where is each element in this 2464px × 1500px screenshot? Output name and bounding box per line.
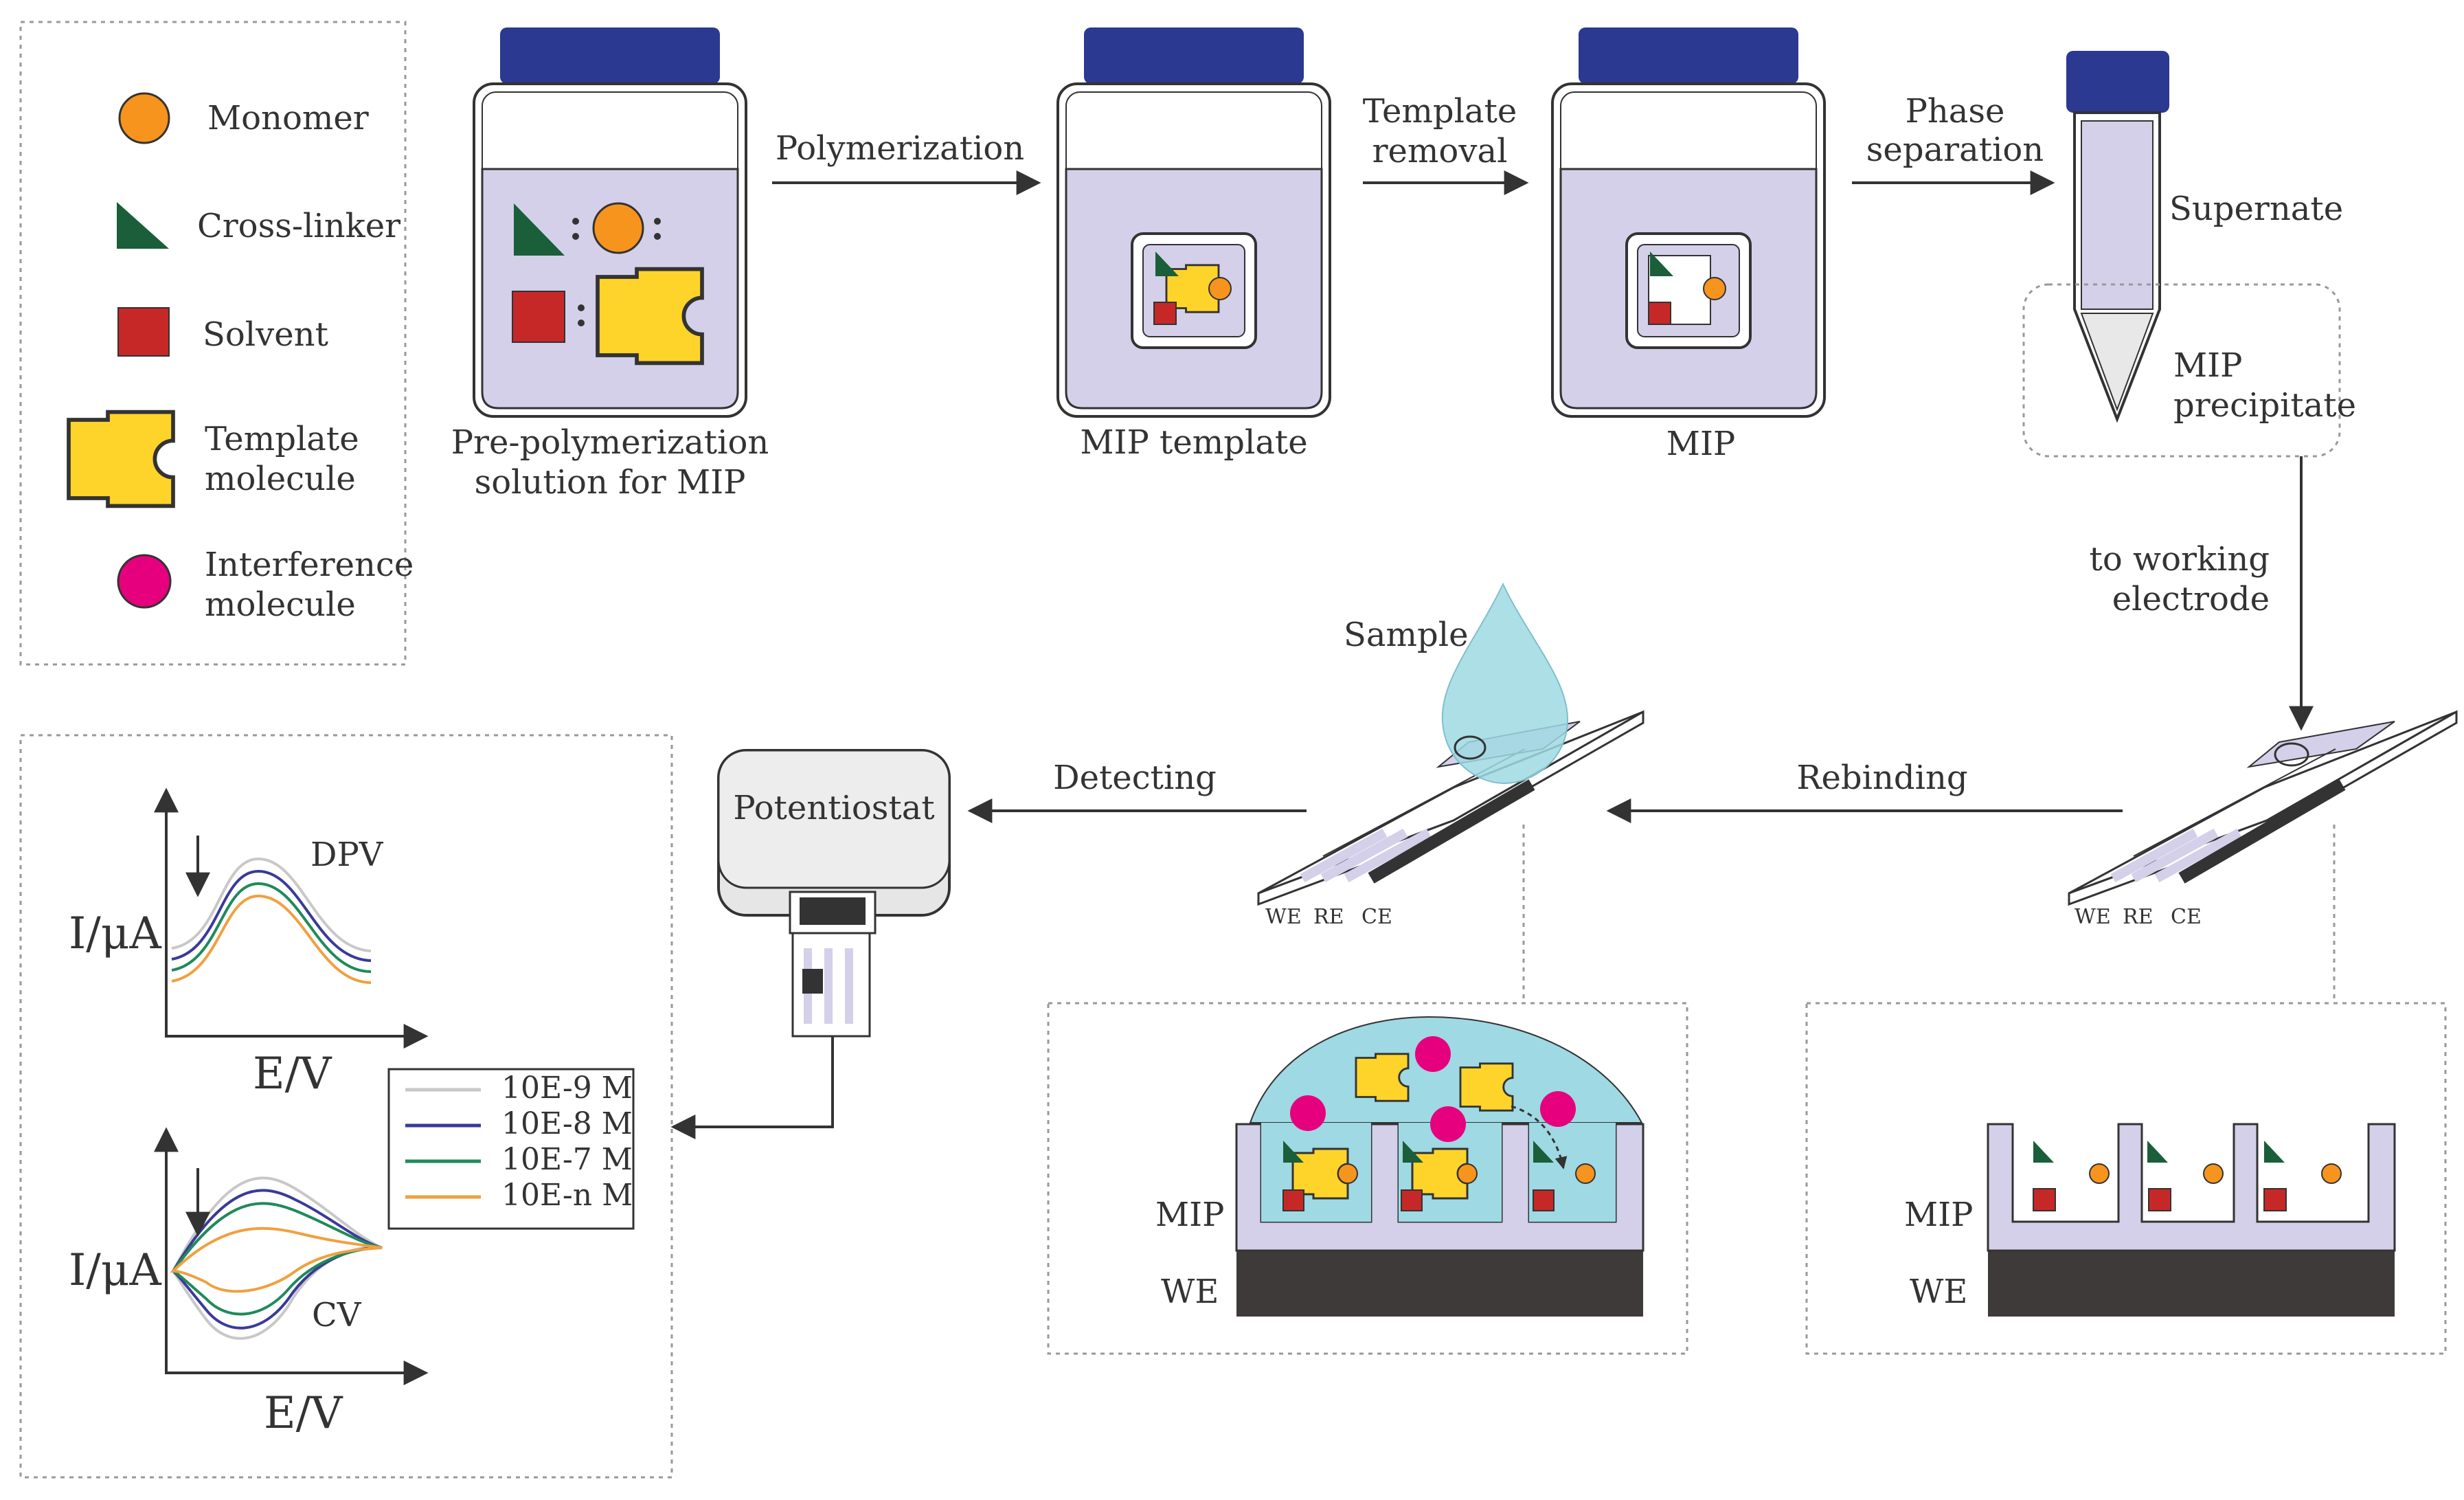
phase-separation-label: Phase (1906, 92, 2005, 131)
legend-solvent-label: Solvent (203, 315, 328, 354)
zoom-middle-we-label: WE (1161, 1273, 1219, 1311)
crosslinker-icon (117, 202, 169, 249)
cv-xlabel: E/V (264, 1388, 343, 1439)
prepolymerization-label-2: solution for MIP (475, 463, 746, 502)
detecting-label: Detecting (1053, 759, 1217, 797)
electrode-middle-we: WE (1265, 905, 1302, 929)
zoom-rebinding-sample-box (1047, 1002, 1688, 1355)
phase-separation-label-2: separation (1866, 131, 2044, 169)
cv-plot (154, 1127, 429, 1385)
sample-drop-icon (1441, 582, 1569, 785)
mip-precipitate-label-2: precipitate (2173, 386, 2356, 425)
cv-label: CV (312, 1296, 362, 1334)
dpv-plot (154, 787, 429, 1049)
to-working-electrode-label: to working (2090, 540, 2270, 579)
potentiostat-output-arrow (670, 1036, 834, 1139)
cv-ylabel: I/μA (69, 1245, 161, 1296)
centrifuge-tube (2066, 51, 2169, 423)
rebinding-label: Rebinding (1796, 759, 1967, 797)
zoom-right-we-label: WE (1910, 1273, 1967, 1311)
dpv-label: DPV (310, 836, 384, 874)
conc-legend-label: 10E-8 M (501, 1106, 633, 1141)
dpv-xlabel: E/V (253, 1049, 332, 1099)
sample-label: Sample (1344, 616, 1469, 654)
screen-printed-electrode-right (2068, 710, 2458, 906)
mip-precipitate-label: MIP (2173, 346, 2242, 385)
mip-label: MIP (1666, 425, 1735, 463)
mip-empty-cavities (1987, 1123, 2396, 1317)
bottle-mip-template (1056, 27, 1331, 418)
bottle-mip (1551, 27, 1826, 418)
legend-interference-label: Interference (205, 546, 414, 584)
precipitate-callout (2022, 283, 2341, 458)
conc-legend-label: 10E-7 M (501, 1142, 633, 1177)
legend-template-label-2: molecule (205, 460, 356, 498)
legend-box: Monomer Cross-linker Solvent Template mo… (19, 21, 414, 666)
template-removal-label-2: removal (1372, 132, 1508, 170)
electrode-middle-ce: CE (1361, 905, 1392, 929)
polymerization-label: Polymerization (776, 129, 1024, 168)
legend-crosslinker-label: Cross-linker (197, 207, 400, 245)
mip-template-label: MIP template (1080, 423, 1307, 462)
to-working-electrode-label-2: electrode (2112, 580, 2270, 618)
template-molecule-icon (69, 412, 173, 506)
solvent-icon (117, 307, 170, 357)
legend-monomer-label: Monomer (207, 99, 369, 137)
zoom-middle-mip-label: MIP (1155, 1196, 1224, 1234)
results-box (19, 734, 673, 1479)
monomer-icon (118, 92, 170, 144)
prepolymerization-label: Pre-polymerization (451, 423, 769, 462)
template-removal-label: Template (1363, 92, 1517, 131)
zoom-right-mip-label: MIP (1904, 1196, 1973, 1234)
legend-template-label: Template (205, 420, 359, 458)
potentiostat-label: Potentiostat (733, 789, 934, 827)
electrode-middle-re: RE (1313, 905, 1344, 929)
conc-legend-label: 10E-9 M (501, 1071, 633, 1106)
conc-legend-label: 10E-n M (501, 1178, 633, 1213)
zoom-empty-mip-box (1805, 1002, 2447, 1355)
screen-printed-electrode-middle (1257, 582, 1644, 906)
potentiostat-device (717, 749, 951, 1038)
mip-cavities-with-sample (1235, 1016, 1644, 1317)
electrode-right-re: RE (2123, 905, 2154, 929)
legend-interference-label-2: molecule (205, 585, 356, 624)
dpv-ylabel: I/μA (69, 908, 161, 959)
bottle-prepolymerization (473, 27, 747, 418)
electrode-right-ce: CE (2171, 905, 2202, 929)
supernate-label: Supernate (2169, 190, 2343, 228)
interference-molecule-icon (117, 554, 172, 609)
electrode-right-we: WE (2075, 905, 2111, 929)
